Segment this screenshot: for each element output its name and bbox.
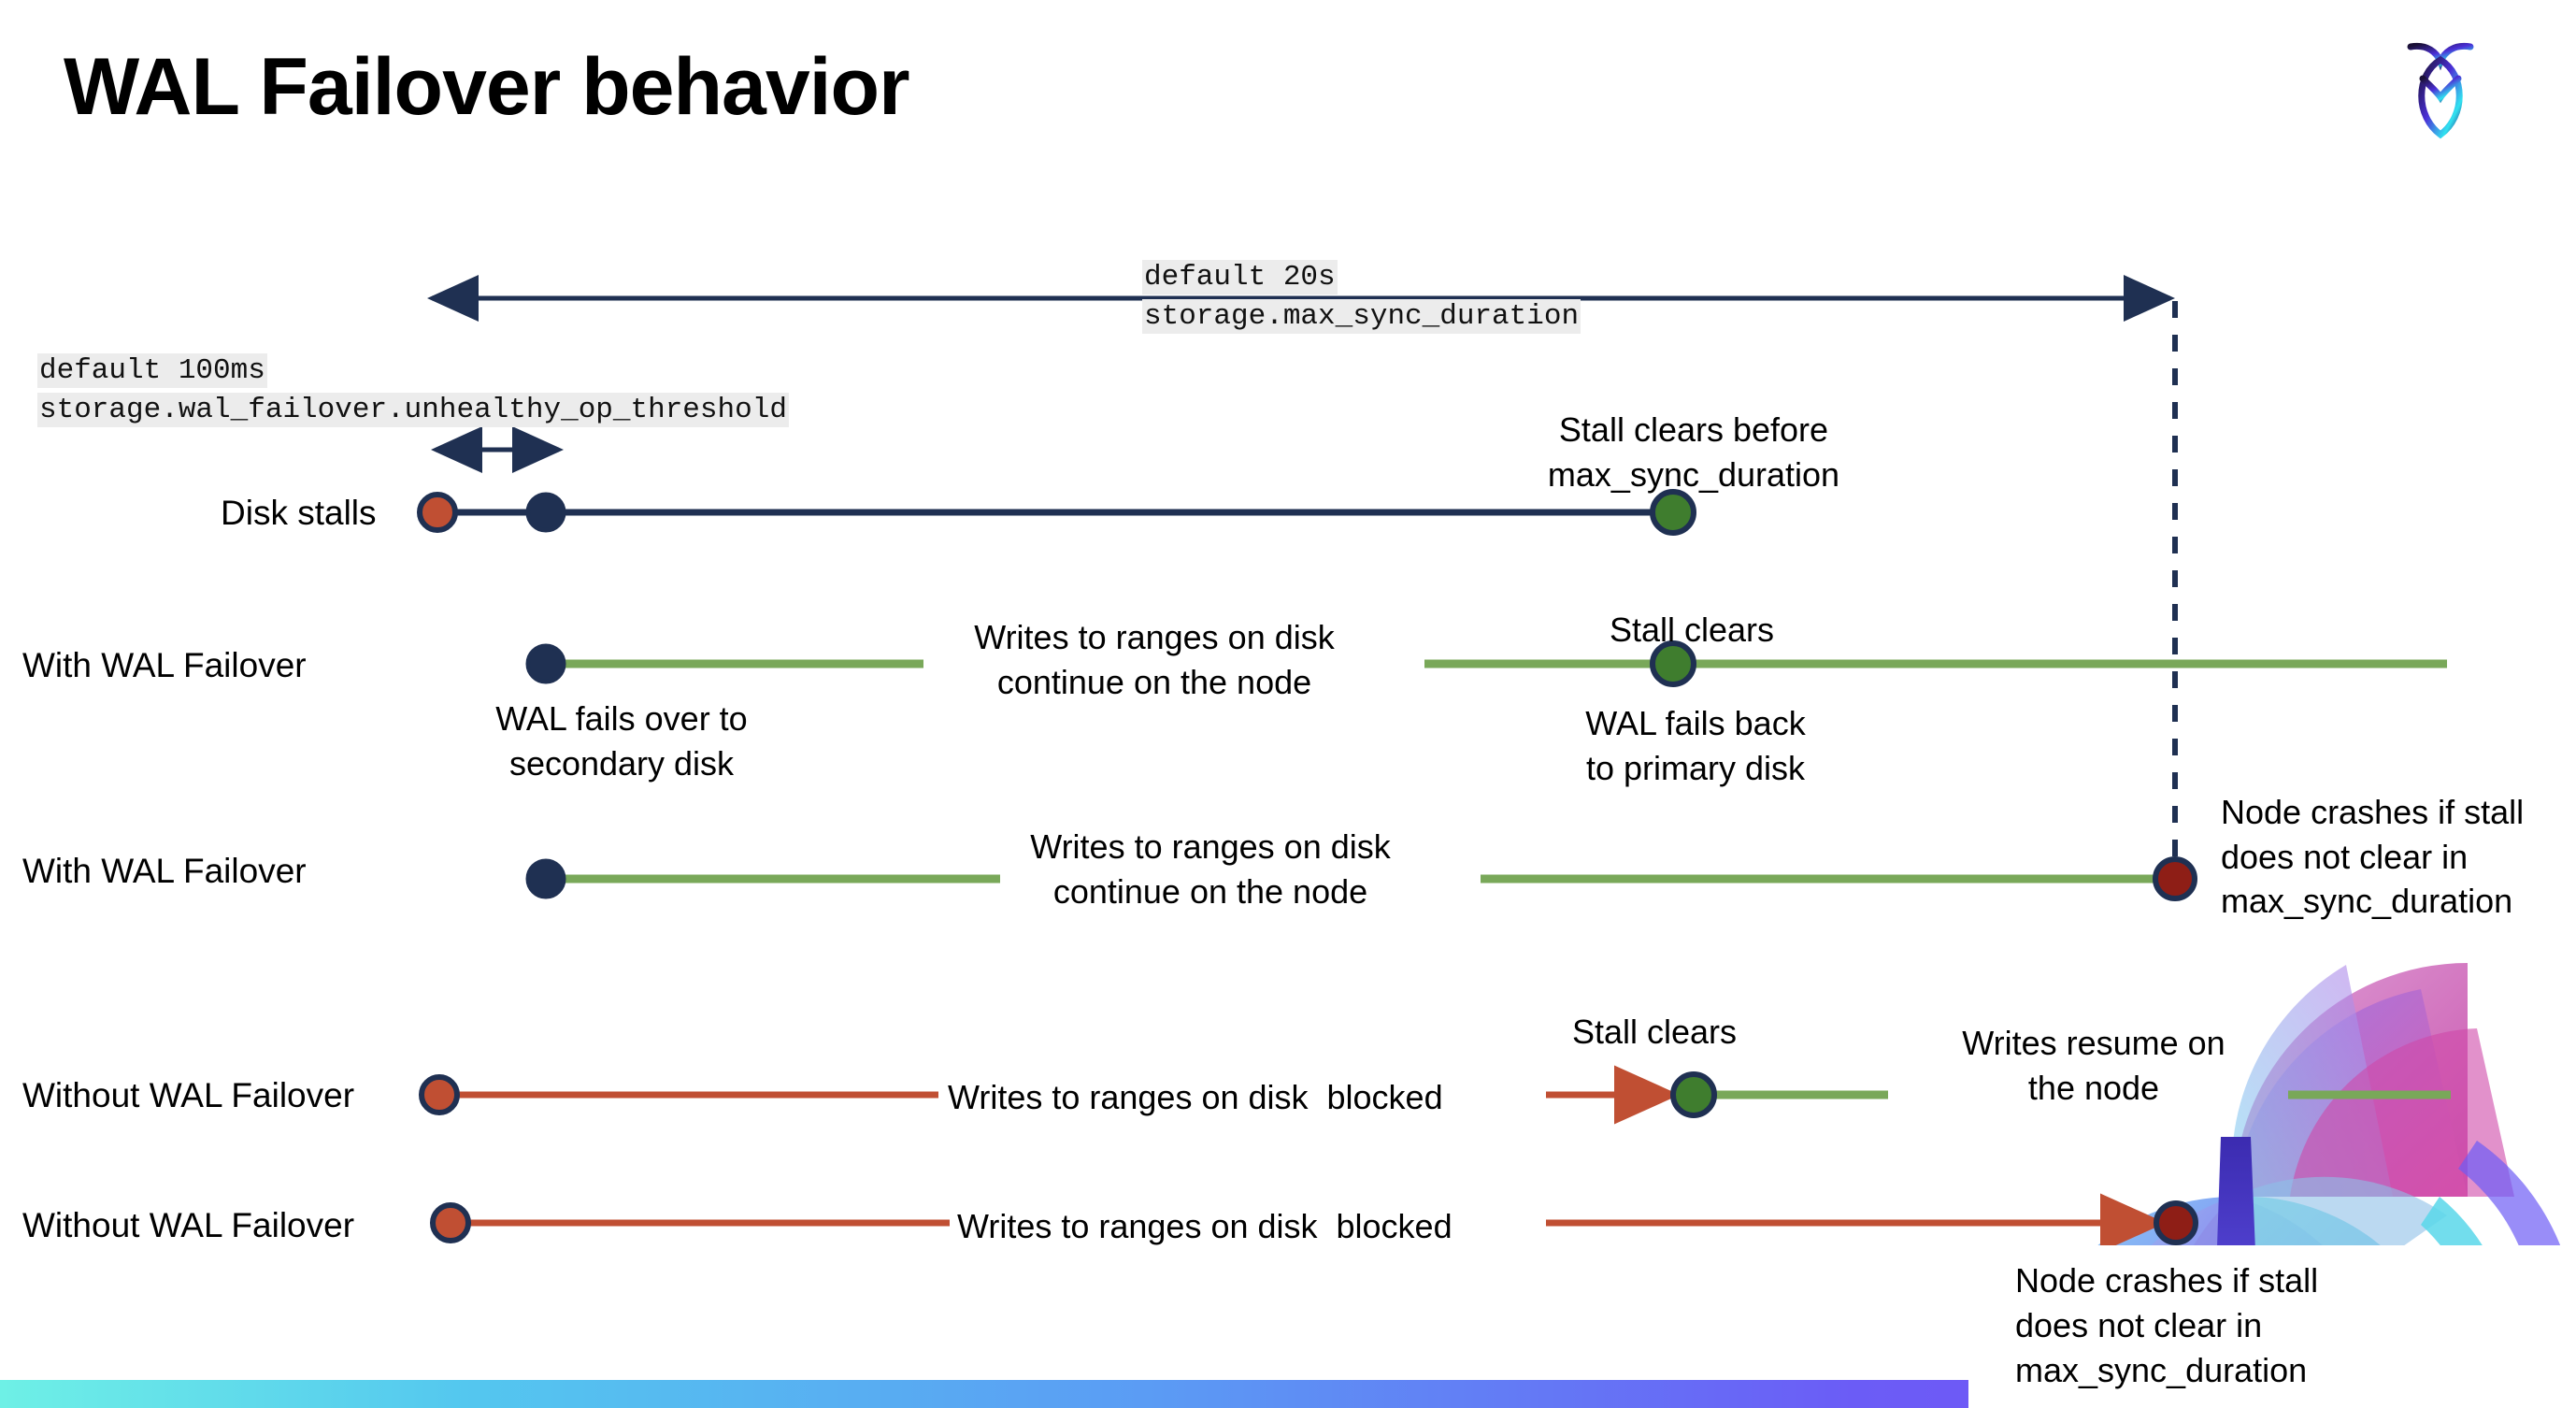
wal-failover-trigger-dot (525, 492, 566, 533)
page-title: WAL Failover behavior (64, 42, 910, 132)
row-without-wal-failover-1-timeline (419, 1065, 2451, 1125)
node-crash-dot-row5 (2154, 1200, 2198, 1245)
note-writes-resume-row4: Writes resume on the node (1962, 1024, 2225, 1107)
max-sync-duration-span-arrow (427, 275, 2178, 879)
cockroachdb-logo-icon (2385, 26, 2496, 148)
unhealthy-op-threshold-annotation: default 100ms storage.wal_failover.unhea… (37, 352, 789, 430)
disk-stall-start-dot (417, 492, 458, 533)
row-label-with-wal-failover-1: With WAL Failover (22, 646, 307, 684)
stall-clears-dot (1650, 489, 1696, 536)
stall-clears-dot-row2 (1650, 640, 1696, 687)
note-wal-fails-back-to-primary: WAL fails back to primary disk (1585, 704, 1806, 787)
row-label-without-wal-failover-2: Without WAL Failover (22, 1206, 355, 1244)
max-sync-setting-name: storage.max_sync_duration (1142, 299, 1581, 335)
note-writes-continue-row2: Writes to ranges on disk continue on the… (974, 618, 1335, 701)
row-disk-stalls-timeline (417, 489, 1696, 536)
stall-start-dot-row5 (430, 1202, 471, 1243)
unhealthy-setting-name: storage.wal_failover.unhealthy_op_thresh… (37, 393, 789, 428)
max-sync-default-label: default 20s (1142, 260, 1338, 295)
row-with-wal-failover-1-timeline (525, 640, 2447, 687)
note-stall-clears-before-max-sync: Stall clears before max_sync_duration (1547, 410, 1840, 494)
note-stall-clears-row4: Stall clears (1571, 1013, 1738, 1051)
note-writes-blocked-row5: Writes to ranges on disk blocked (957, 1207, 1453, 1245)
note-stall-clears-row2: Stall clears (1609, 611, 1775, 649)
wal-fails-over-dot-row3 (525, 858, 566, 899)
node-crash-callout: Node crashes if stall does not clear in … (1968, 1245, 2576, 1408)
note-wal-fails-over-to-secondary: WAL fails over to secondary disk (495, 699, 748, 783)
stall-clears-dot-row4 (1670, 1071, 1717, 1118)
note-writes-continue-row3: Writes to ranges on disk continue on the… (1030, 827, 1391, 911)
row-label-with-wal-failover-2: With WAL Failover (22, 852, 307, 890)
row-with-wal-failover-2-timeline (525, 856, 2197, 901)
row-label-without-wal-failover-1: Without WAL Failover (22, 1076, 355, 1114)
wal-fails-over-dot (525, 643, 566, 684)
max-sync-duration-annotation: default 20s storage.max_sync_duration (1142, 258, 1581, 337)
note-writes-blocked-row4: Writes to ranges on disk blocked (948, 1078, 1443, 1116)
row-label-disk-stalls: Disk stalls (221, 494, 377, 532)
note-node-crashes-row5: Node crashes if stall does not clear in … (2015, 1261, 2319, 1389)
note-node-crashes-row3: Node crashes if stall does not clear in … (2221, 793, 2525, 921)
stall-start-dot-row4 (419, 1074, 460, 1115)
unhealthy-default-label: default 100ms (37, 353, 267, 388)
node-crash-dot-row3 (2153, 856, 2197, 901)
